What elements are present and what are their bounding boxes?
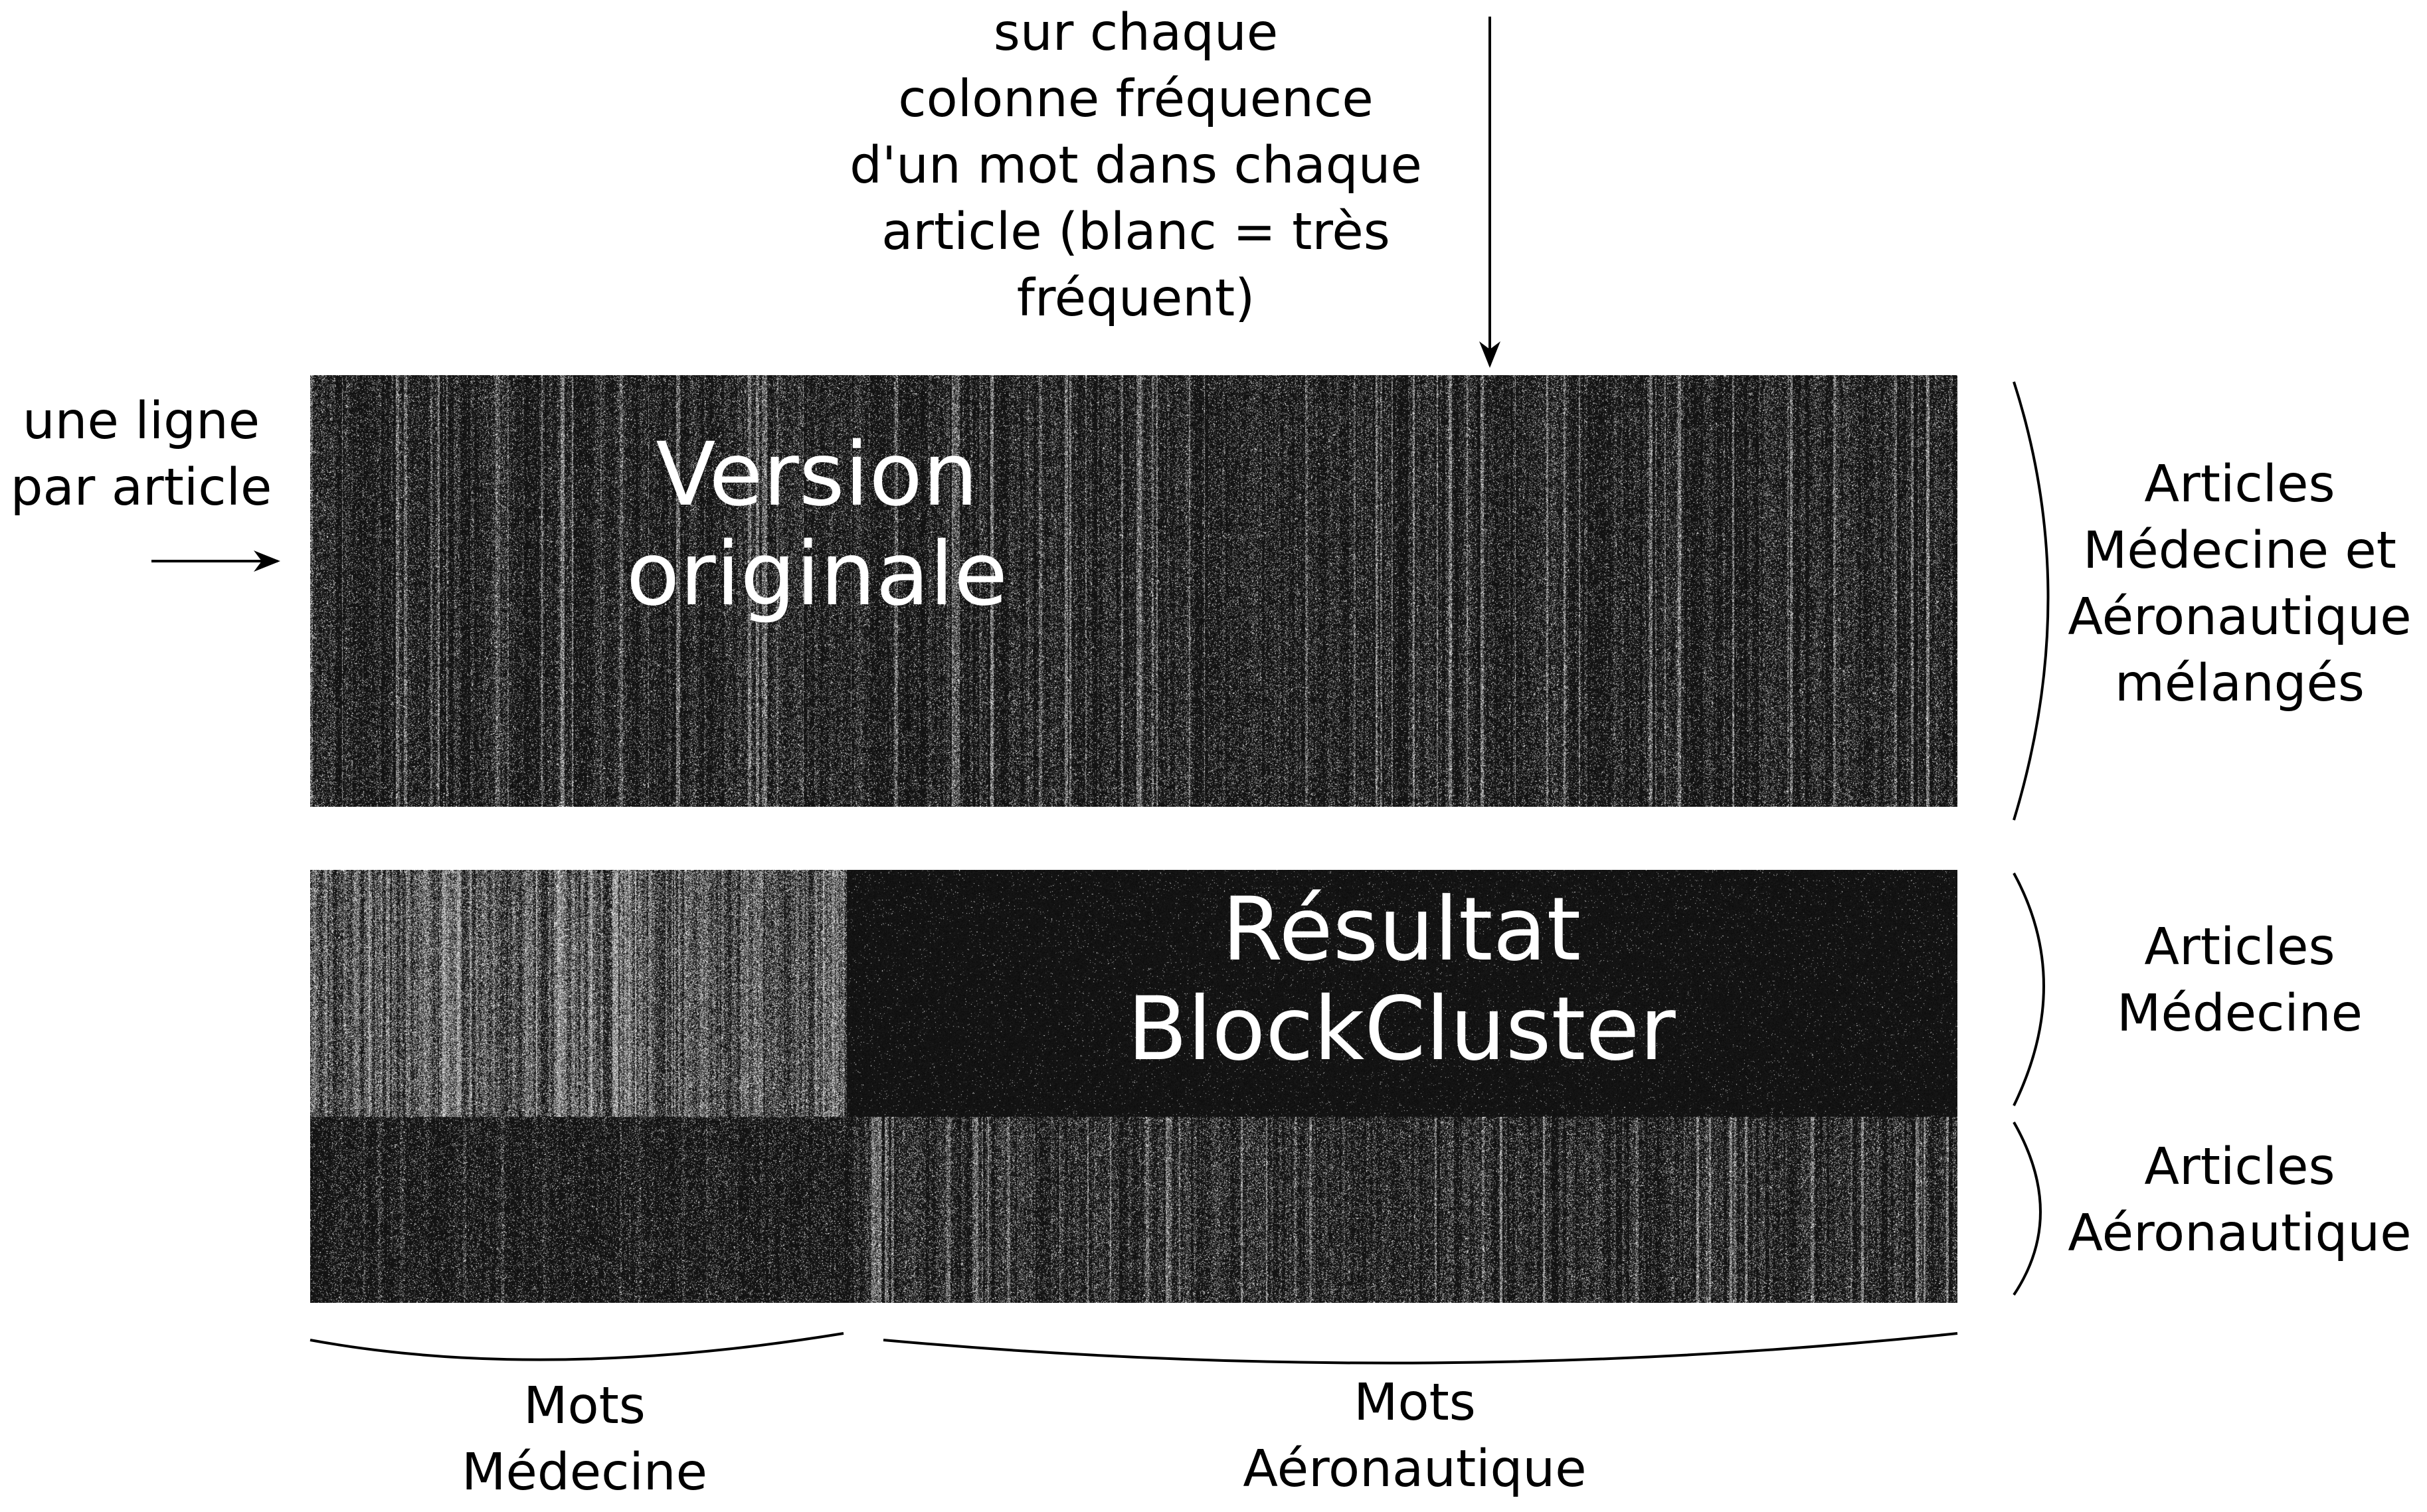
bottom-left-brace: [310, 1332, 844, 1361]
row-article-note: une ligne par article: [0, 388, 282, 521]
note-line: fréquent): [1016, 269, 1255, 328]
aeronautique-words-label: Mots Aéronautique: [1215, 1370, 1614, 1503]
medecine-articles-label: Articles Médecine: [2052, 914, 2427, 1047]
original-panel-title: Version originale: [598, 425, 1036, 624]
label-line: Articles: [2144, 455, 2335, 514]
label-line: Aéronautique: [2068, 588, 2412, 647]
note-line: d'un mot dans chaque: [850, 136, 1422, 195]
label-line: Aéronautique: [2068, 1204, 2412, 1263]
label-line: Médecine: [2117, 984, 2363, 1043]
medecine-words-label: Mots Médecine: [385, 1373, 784, 1506]
right-mid-brace: [2013, 873, 2045, 1106]
note-line: article (blanc = très: [881, 203, 1390, 262]
blockcluster-matrix-heatmap: [310, 870, 1957, 1303]
label-line: Aéronautique: [1243, 1440, 1587, 1499]
panel-title-line: Version: [656, 424, 978, 526]
panel-title-line: originale: [626, 523, 1008, 626]
bottom-right-brace: [883, 1332, 1958, 1365]
label-line: Mots: [523, 1377, 646, 1436]
note-line: par article: [10, 458, 272, 517]
column-frequency-note: sur chaque colonne fréquence d'un mot da…: [797, 0, 1475, 332]
note-line: colonne fréquence: [898, 70, 1374, 129]
result-panel-title: Résultat BlockCluster: [1089, 880, 1714, 1079]
mixed-articles-label: Articles Médecine et Aéronautique mélang…: [2052, 452, 2427, 717]
note-line: une ligne: [22, 392, 260, 451]
label-line: Mots: [1354, 1373, 1476, 1432]
panel-title-line: BlockCluster: [1127, 978, 1676, 1080]
label-line: Articles: [2144, 1137, 2335, 1197]
label-line: Médecine et: [2082, 521, 2396, 580]
original-matrix-heatmap: [310, 375, 1957, 807]
label-line: mélangés: [2114, 654, 2365, 713]
right-top-brace: [2013, 381, 2050, 821]
label-line: Articles: [2144, 918, 2335, 977]
label-line: Médecine: [462, 1443, 707, 1502]
panel-title-line: Résultat: [1221, 879, 1581, 981]
note-line: sur chaque: [993, 3, 1279, 62]
aeronautique-articles-label: Articles Aéronautique: [2052, 1134, 2427, 1267]
right-bottom-brace: [2013, 1122, 2042, 1296]
